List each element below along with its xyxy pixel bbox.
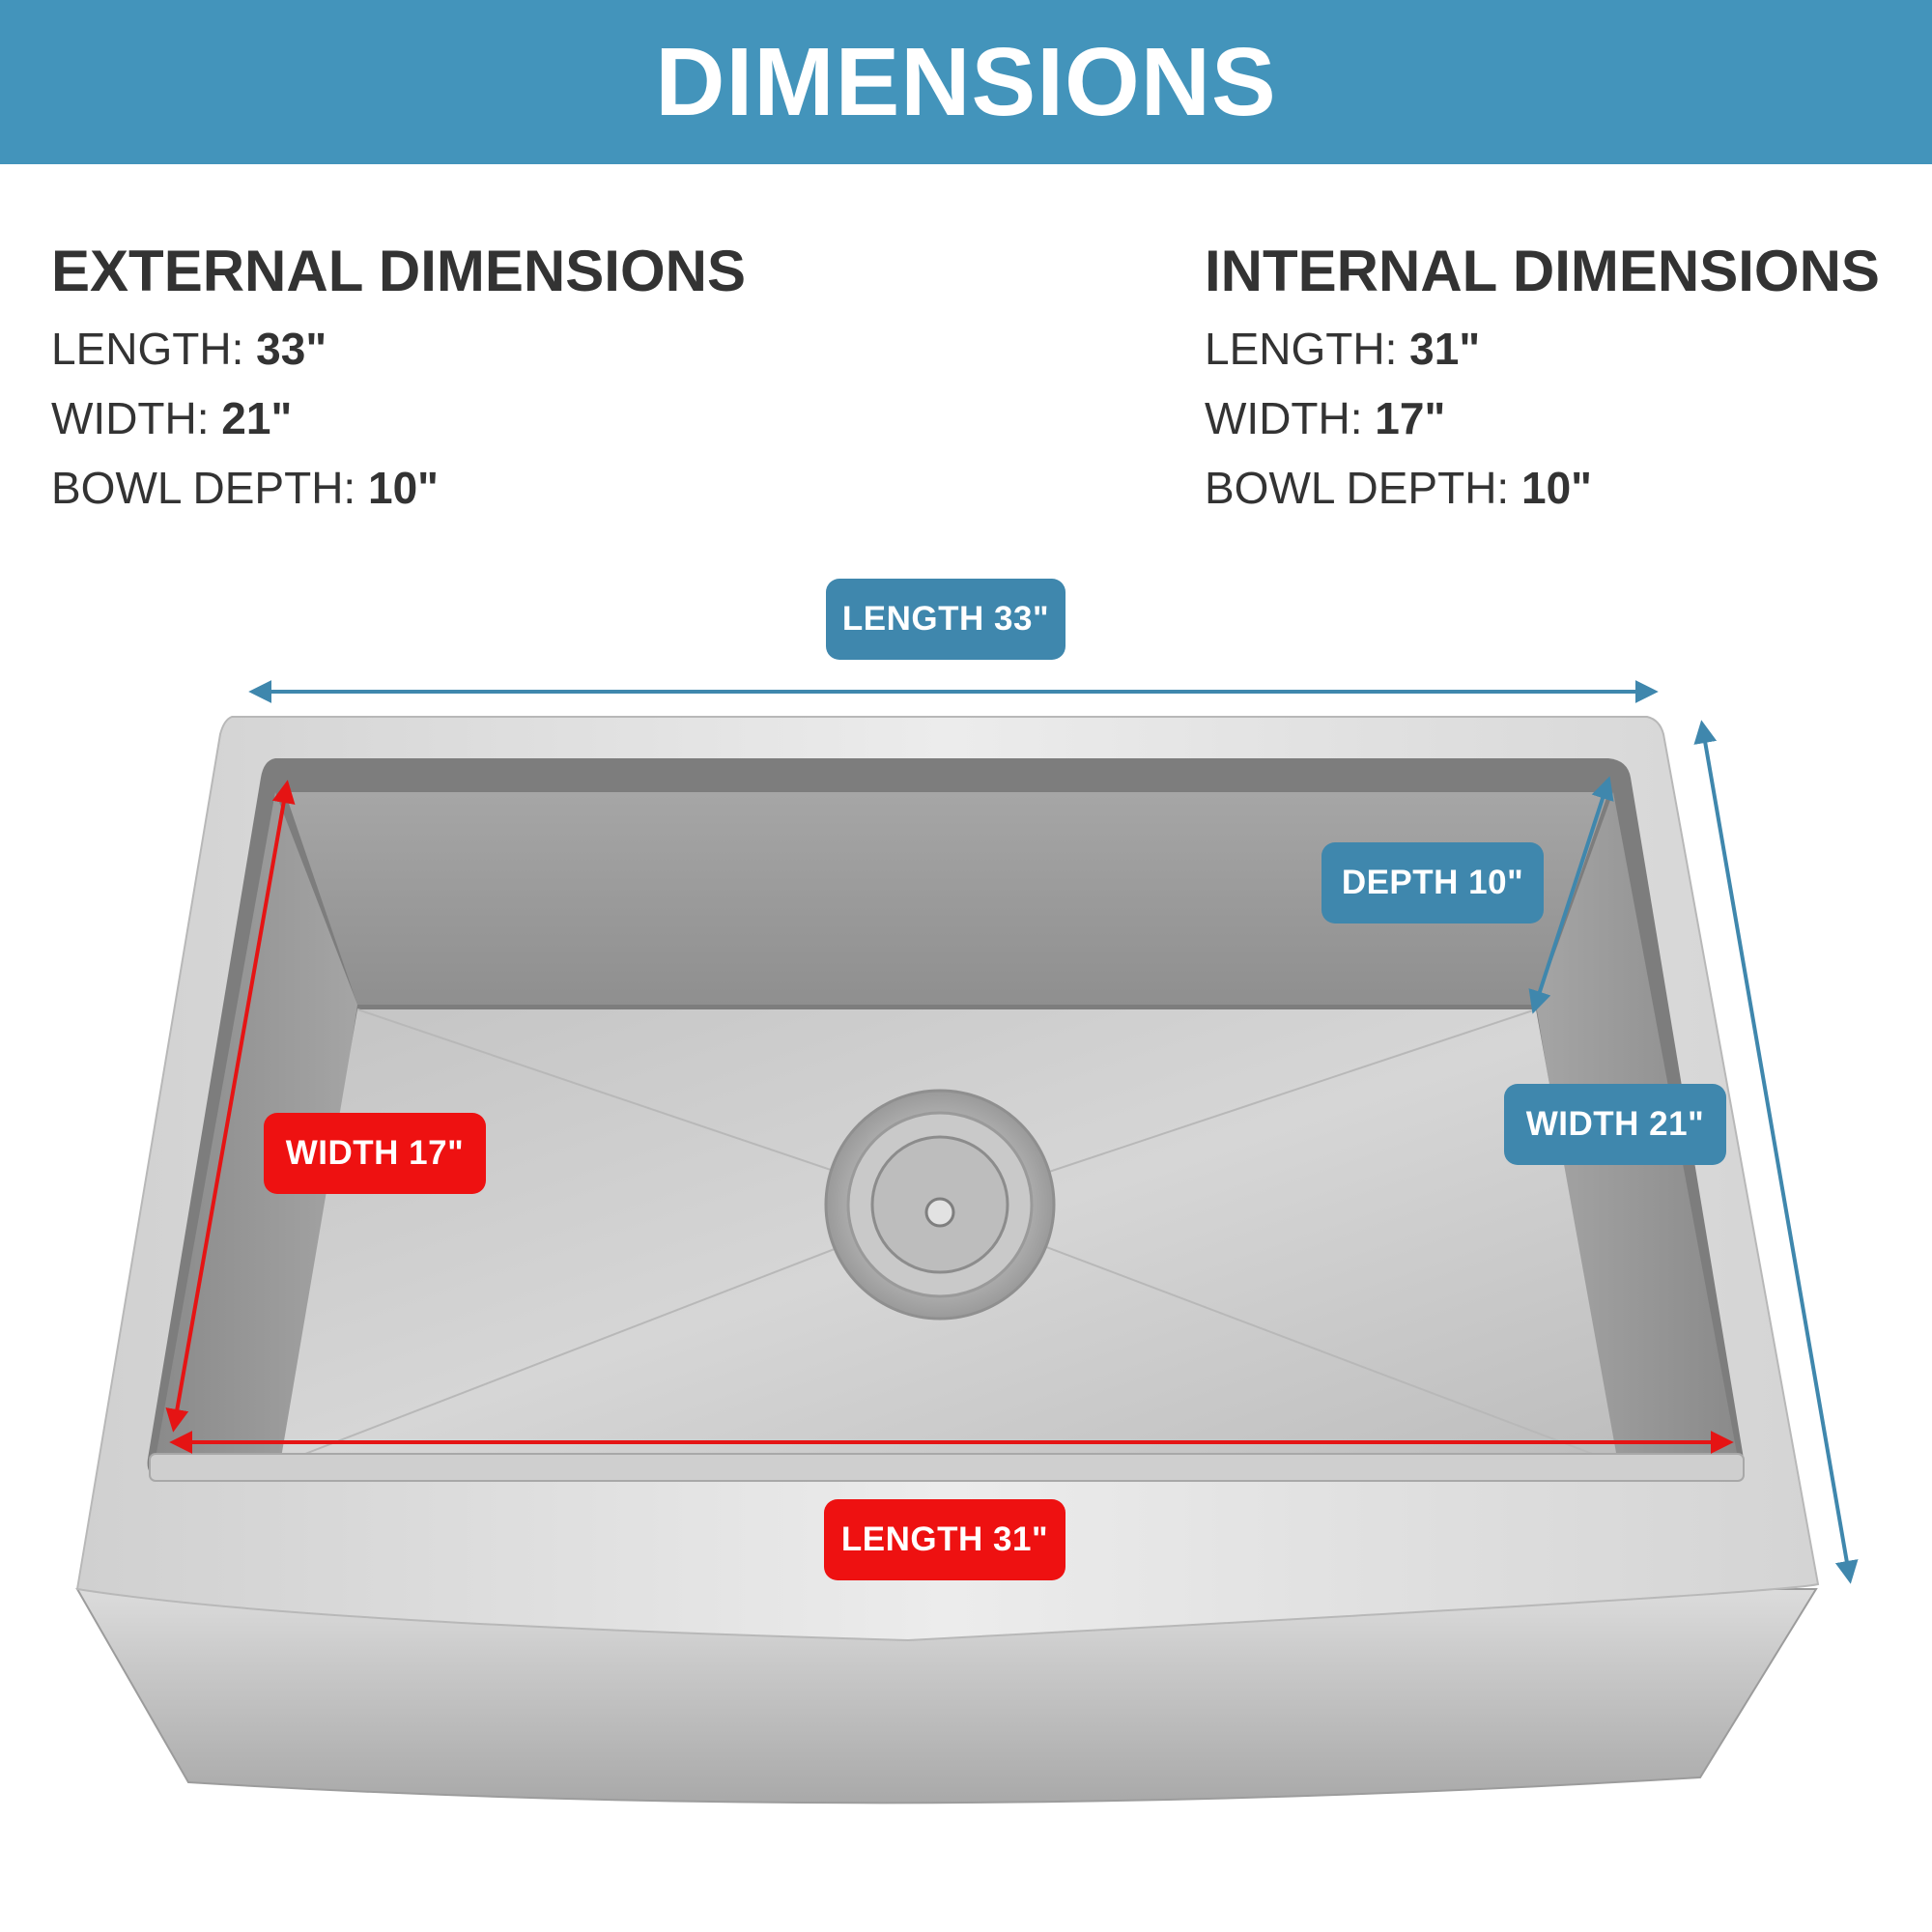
external-length-tag: LENGTH 33"	[826, 579, 1065, 660]
internal-dimensions-block: INTERNAL DIMENSIONS LENGTH: 31" WIDTH: 1…	[1205, 237, 1880, 523]
internal-width-value: 17"	[1375, 393, 1446, 443]
external-width-row: WIDTH: 21"	[51, 384, 746, 453]
sink-illustration	[75, 680, 1859, 1804]
external-depth-value: 10"	[368, 463, 439, 513]
internal-width-row: WIDTH: 17"	[1205, 384, 1880, 453]
depth-tag: DEPTH 10"	[1321, 842, 1544, 923]
external-width-arrow	[1693, 720, 1859, 1584]
internal-depth-label: BOWL DEPTH:	[1205, 463, 1510, 513]
internal-length-label: LENGTH:	[1205, 324, 1398, 374]
external-depth-row: BOWL DEPTH: 10"	[51, 453, 746, 523]
internal-length-value: 31"	[1409, 324, 1481, 374]
internal-length-tag: LENGTH 31"	[824, 1499, 1065, 1580]
internal-depth-row: BOWL DEPTH: 10"	[1205, 453, 1880, 523]
external-length-value: 33"	[256, 324, 327, 374]
external-width-tag: WIDTH 21"	[1504, 1084, 1726, 1165]
external-width-value: 21"	[221, 393, 293, 443]
internal-width-label: WIDTH:	[1205, 393, 1363, 443]
bowl-front-ledge	[149, 1453, 1745, 1482]
internal-length-row: LENGTH: 31"	[1205, 314, 1880, 384]
external-length-row: LENGTH: 33"	[51, 314, 746, 384]
drain-knob	[924, 1197, 955, 1228]
external-dimensions-heading: EXTERNAL DIMENSIONS	[51, 239, 746, 303]
title-banner: DIMENSIONS	[0, 0, 1932, 164]
bowl-back-wall	[285, 792, 1608, 1005]
internal-width-tag: WIDTH 17"	[264, 1113, 486, 1194]
sink-diagram: LENGTH 33" DEPTH 10" WIDTH 21" WIDTH 17"…	[0, 541, 1932, 1932]
external-width-label: WIDTH:	[51, 393, 210, 443]
internal-width-arrow	[165, 780, 296, 1433]
internal-depth-value: 10"	[1521, 463, 1592, 513]
page-title: DIMENSIONS	[655, 28, 1277, 136]
external-length-label: LENGTH:	[51, 324, 244, 374]
sink-apron	[75, 1588, 1818, 1804]
external-dimensions-block: EXTERNAL DIMENSIONS LENGTH: 33" WIDTH: 2…	[51, 237, 746, 523]
internal-dimensions-heading: INTERNAL DIMENSIONS	[1205, 239, 1880, 303]
depth-arrow	[1528, 776, 1614, 1014]
external-depth-label: BOWL DEPTH:	[51, 463, 356, 513]
